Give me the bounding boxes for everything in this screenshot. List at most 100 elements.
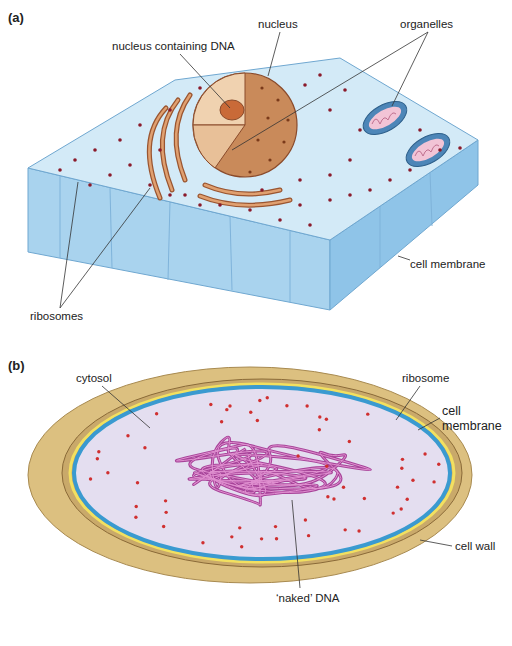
ribosome-dot: [285, 404, 288, 407]
ribosome-dot: [325, 465, 328, 468]
part-label: cell membrane: [442, 404, 504, 434]
ribosome-dot: [348, 440, 351, 443]
ribosome-dot: [108, 173, 112, 177]
ribosome-dot: [400, 467, 403, 470]
nuclear-pores: [248, 86, 289, 173]
ribosome-dot: [408, 168, 412, 172]
mitochondrion: [401, 127, 456, 174]
ribosome-dot: [278, 218, 282, 222]
ribosome-dot: [249, 411, 252, 414]
ribosome-dot: [128, 163, 132, 167]
ribosome-dot: [238, 526, 241, 529]
prokaryotic-cell: [28, 367, 472, 583]
ribosome-dot: [328, 108, 332, 112]
ribosome-dot: [73, 158, 77, 162]
dna-strand-highlight: [176, 437, 370, 505]
ribosome-dot: [106, 471, 109, 474]
ribosome-dot: [136, 481, 139, 484]
part-label: cell wall: [455, 540, 495, 554]
ribosome-dot: [218, 203, 222, 207]
ribosome-dot: [155, 412, 158, 415]
ribosome-dot: [240, 545, 243, 548]
ribosome-dot: [260, 188, 264, 192]
ribosome-dot: [183, 193, 187, 197]
ribosome-dot: [400, 507, 403, 510]
ribosome-dot: [308, 223, 312, 227]
ribosome-dot: [164, 499, 167, 502]
ribosome-dot: [406, 498, 409, 501]
ribosome-dot: [143, 446, 146, 449]
ribosome-dot: [162, 525, 165, 528]
ribosome-dot: [343, 528, 346, 531]
ribosome-dot: [343, 88, 347, 92]
part-label: nucleus: [258, 18, 298, 32]
ribosome-dot: [148, 183, 152, 187]
ribosome-dot: [401, 458, 404, 461]
ribosome-dot: [201, 541, 204, 544]
ribosome-dot: [438, 148, 442, 152]
cell-wall: [28, 367, 472, 583]
ribosome-dot: [168, 108, 172, 112]
ribosome-dot: [164, 511, 167, 514]
ribosome-dot: [97, 450, 100, 453]
nucleus-cutaway: [193, 73, 245, 125]
dna-strand: [176, 437, 370, 505]
ribosome-dot: [332, 497, 335, 500]
ribosome-dot: [58, 168, 62, 172]
ribosome-dot: [303, 83, 307, 87]
ribosome-dot: [209, 403, 212, 406]
ribosome-dots: [58, 73, 462, 227]
part-label: ribosomes: [30, 310, 83, 324]
ribosome-dot: [230, 535, 233, 538]
ribosome-dot: [432, 480, 435, 483]
ribosome-dot: [318, 73, 322, 77]
ribosome-dot: [411, 479, 414, 482]
ribosome-dot: [358, 128, 362, 132]
nucleus-sphere: [193, 73, 297, 177]
part-label: ‘naked’ DNA: [276, 592, 340, 606]
ribosome-dot: [96, 457, 99, 460]
ribosome-dot: [138, 123, 142, 127]
ribosome-dot: [135, 505, 138, 508]
ribosome-dot: [168, 193, 172, 197]
ribosome-dot: [437, 462, 440, 465]
panel-label: (b): [8, 358, 25, 374]
ribosome-dot: [366, 412, 369, 415]
ribosome-dot: [305, 404, 308, 407]
ribosome-dot: [368, 188, 372, 192]
ribosome-dot: [388, 178, 392, 182]
ribosome-dot: [228, 404, 231, 407]
eukaryotic-cell: [28, 58, 478, 310]
ribosome-dot: [304, 518, 307, 521]
ribosome-dot: [158, 148, 162, 152]
ribosome-dot: [198, 203, 202, 207]
ribosome-dot: [307, 534, 310, 537]
cell-membrane: [74, 387, 450, 559]
ribosome-dot: [275, 537, 278, 540]
ribosome-dot: [256, 419, 259, 422]
ribosome-dot: [118, 138, 122, 142]
ribosome-dot: [318, 415, 321, 418]
ribosome-dot: [318, 428, 321, 431]
ribosome-dot: [396, 485, 399, 488]
ribosome-dot: [391, 511, 394, 514]
ribosome-dot: [423, 452, 426, 455]
ribosome-dot: [88, 183, 92, 187]
ribosome-dot: [93, 148, 97, 152]
ribosome-dot: [342, 486, 345, 489]
ribosome-dot: [248, 208, 252, 212]
ribosome-dot: [274, 525, 277, 528]
ribosome-dot: [134, 515, 137, 518]
ribosome-dot: [260, 537, 263, 540]
ribosome-dot: [296, 454, 299, 457]
cell-wall-cut: [62, 379, 462, 567]
ribosome-dot: [298, 178, 302, 182]
ribosome-dot: [328, 173, 332, 177]
cell-membrane-outer: [70, 384, 454, 562]
ribosome-dot: [328, 198, 332, 202]
ribosome-dot: [298, 203, 302, 207]
part-label: ribosome: [402, 372, 449, 386]
ribosome-dot: [325, 418, 328, 421]
